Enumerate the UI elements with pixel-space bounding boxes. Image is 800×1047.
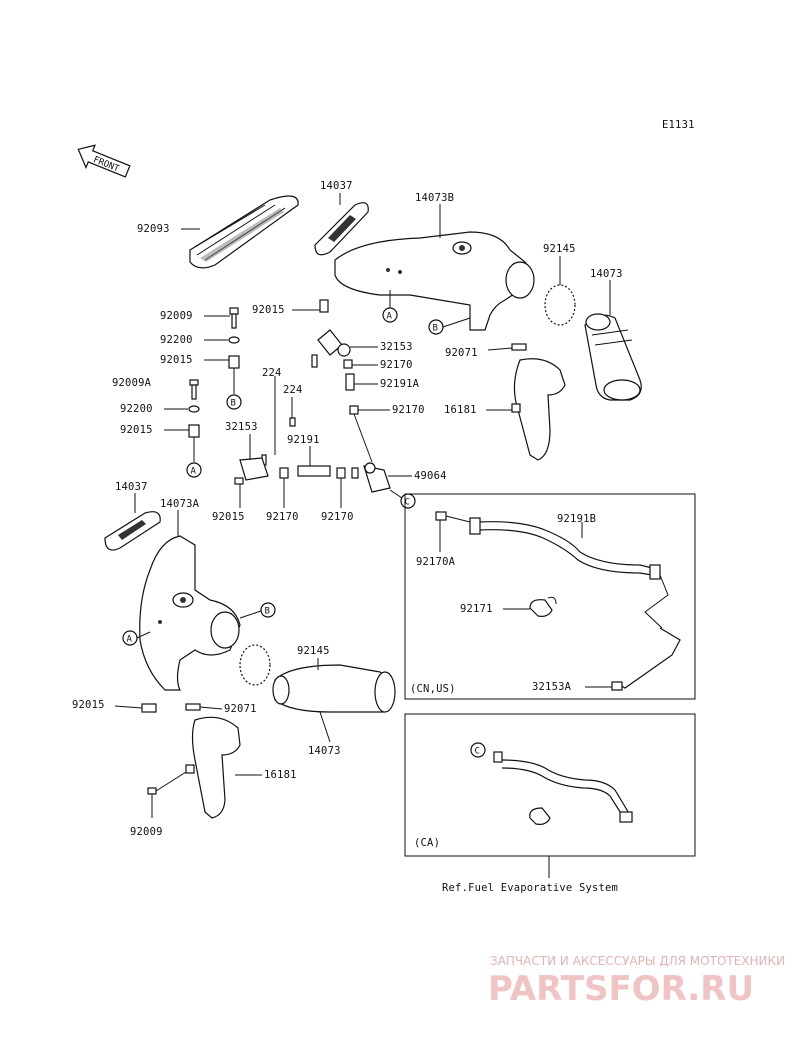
clamp-92170A: [435, 511, 471, 523]
callout-92015-a: 92015: [160, 354, 193, 366]
callout-16181-bottom: 16181: [264, 769, 297, 781]
callout-14037-top: 14037: [320, 180, 353, 192]
part-ca-hose: [493, 751, 633, 825]
callout-92191: 92191: [287, 434, 320, 446]
callout-92170-d: 92170: [321, 511, 354, 523]
callout-224-b: 224: [283, 384, 303, 396]
callout-92009-top: 92009: [160, 310, 193, 322]
marker-A-side-label: A: [387, 312, 393, 322]
callout-92015-c: 92015: [212, 511, 245, 523]
collar-92015-a: [228, 355, 240, 369]
part-224-screw-b: [289, 417, 296, 427]
part-14037-plate-left: [104, 511, 161, 551]
callout-32153-top: 32153: [380, 341, 413, 353]
callout-92191B: 92191B: [557, 513, 596, 525]
callout-224-a: 224: [262, 367, 282, 379]
callout-14073-top: 14073: [590, 268, 623, 280]
clamp-92170-b: [349, 405, 359, 415]
callout-92171: 92171: [460, 603, 493, 615]
box-cn-us: [404, 493, 696, 700]
marker-C-box: [470, 742, 486, 758]
callout-49064: 49064: [414, 470, 447, 482]
clamp-92170-c: [279, 467, 289, 479]
callout-92009A: 92009A: [112, 377, 152, 389]
diagram-code: E1131: [662, 119, 695, 131]
watermark-tagline: ЗАПЧАСТИ И АКСЕССУАРЫ ДЛЯ МОТОТЕХНИКИ: [490, 954, 785, 968]
marker-A-left-label: A: [127, 635, 133, 645]
part-32153-valve-mid: [234, 457, 269, 485]
callout-92191A: 92191A: [380, 378, 420, 390]
washer-92200-top: [228, 336, 240, 344]
clamp-92170-d: [336, 467, 346, 479]
box-cn-us-label: (CN,US): [410, 683, 456, 695]
part-92145-ring-top: [544, 284, 576, 326]
marker-C-box-label: C: [475, 747, 480, 757]
collar-92015-upper: [319, 299, 329, 313]
callout-14073-bottom: 14073: [308, 745, 341, 757]
part-14073B-duct: [334, 231, 535, 331]
callout-92200-b: 92200: [120, 403, 153, 415]
grommet-92071-left: [185, 703, 201, 711]
part-14073-tube-top: [584, 313, 642, 401]
callout-92200-top: 92200: [160, 334, 193, 346]
callout-92145-top: 92145: [543, 243, 576, 255]
fastener-92009-top: [229, 307, 239, 329]
collar-92015-b: [188, 424, 200, 438]
marker-A-top-label: A: [191, 467, 197, 477]
hose-92191A: [345, 373, 355, 391]
front-arrow-icon: FRONT: [77, 144, 131, 178]
clamp-92170-a: [343, 359, 353, 369]
callout-92015-left: 92015: [72, 699, 105, 711]
part-16181-cover-top: [511, 358, 566, 461]
part-14073A-duct: [139, 535, 241, 691]
part-14037-plate-top: [314, 202, 369, 256]
marker-B-left: [260, 602, 276, 618]
callout-92071-left: 92071: [224, 703, 257, 715]
callout-14037-left: 14037: [115, 481, 148, 493]
callout-32153A: 32153A: [532, 681, 572, 693]
callout-92145-bottom: 92145: [297, 645, 330, 657]
callout-14073B: 14073B: [415, 192, 454, 204]
marker-B-top-label: B: [231, 399, 236, 409]
grommet-92071-top: [511, 343, 527, 351]
fastener-92009-bottom: [147, 771, 187, 795]
part-92093-grille: [189, 195, 299, 269]
hose-92191: [297, 465, 331, 477]
marker-B-top: [226, 394, 242, 410]
callout-92093: 92093: [137, 223, 170, 235]
washer-92200-b: [188, 405, 200, 413]
part-92191B-hose: [469, 517, 681, 691]
part-49064-valve: [363, 462, 391, 493]
callout-14073A: 14073A: [160, 498, 200, 510]
clamp-92171: [529, 596, 557, 617]
callout-92071-top: 92071: [445, 347, 478, 359]
part-92145-ring-bottom: [239, 644, 271, 686]
reference-note: Ref.Fuel Evaporative System: [442, 882, 618, 894]
marker-B-side-label: B: [433, 324, 438, 334]
marker-B-left-label: B: [265, 607, 270, 617]
hose-short: [351, 467, 359, 479]
part-14073-tube-bottom: [272, 664, 396, 713]
callout-92015-upper: 92015: [252, 304, 285, 316]
callout-16181-top: 16181: [444, 404, 477, 416]
watermark-brand: PARTSFOR.RU: [488, 969, 754, 1009]
callout-92170-a: 92170: [380, 359, 413, 371]
part-32153-valve-top: [311, 329, 351, 368]
collar-92015-left: [141, 703, 157, 713]
marker-A-top: [186, 462, 202, 478]
callout-92009-bottom: 92009: [130, 826, 163, 838]
callout-92170-c: 92170: [266, 511, 299, 523]
callout-92170-b: 92170: [392, 404, 425, 416]
callout-92015-b: 92015: [120, 424, 153, 436]
box-ca: [404, 713, 696, 857]
part-16181-cover-bottom: [185, 716, 241, 819]
fastener-92009A: [189, 379, 199, 400]
callout-32153-mid: 32153: [225, 421, 258, 433]
marker-C-main-label: C: [405, 498, 410, 508]
callout-92170A: 92170A: [416, 556, 456, 568]
box-ca-label: (CA): [414, 837, 440, 849]
